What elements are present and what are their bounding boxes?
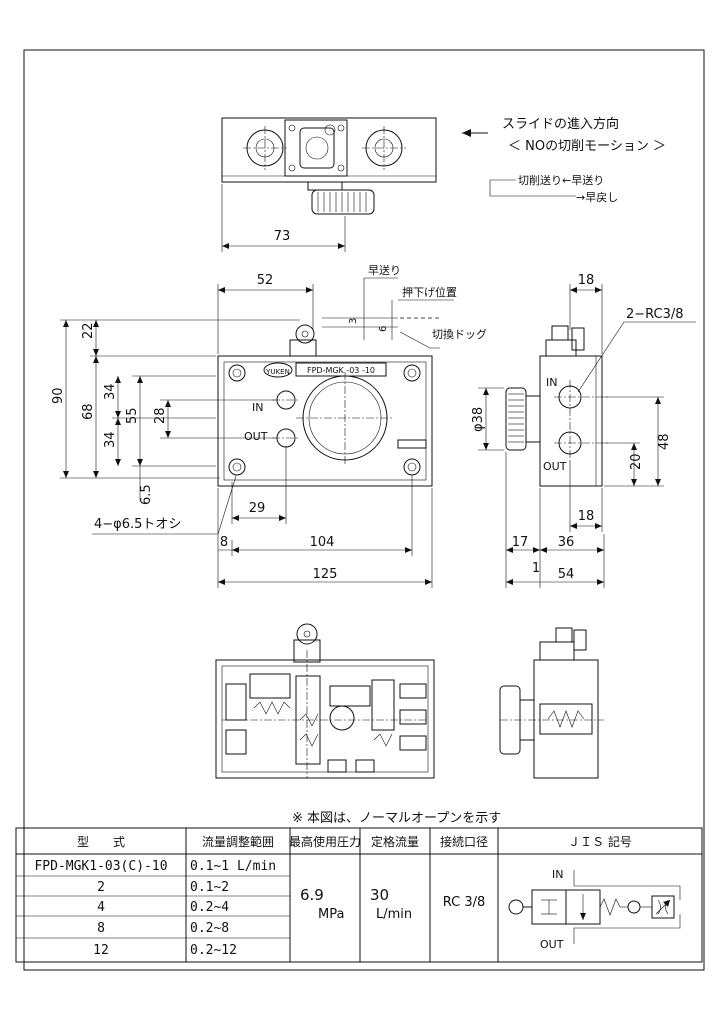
slide-direction-title: スライドの進入方向 (502, 116, 619, 132)
flow-value: 30 (370, 886, 389, 904)
dim-52: 52 (257, 273, 274, 288)
side-section-body (533, 659, 599, 779)
dim-36: 36 (558, 535, 575, 550)
dim-73: 73 (274, 229, 291, 244)
row-range-2: 0.1~2 (190, 880, 229, 895)
drawing-border (23, 49, 705, 971)
header-port-size: 接続口径 (440, 834, 488, 849)
front-in-label: IN (252, 401, 263, 414)
roller-actuator-icon (508, 899, 524, 915)
brand-oval (263, 362, 293, 378)
pressure-unit: MPa (318, 907, 344, 922)
dim-90: 90 (51, 387, 66, 404)
row-model-5: 12 (93, 943, 109, 958)
jis-in-label: IN (552, 868, 563, 881)
feed-label: 切削送り←早送り (518, 173, 604, 187)
dim-55: 55 (125, 407, 140, 424)
check-valve-icon (627, 900, 641, 914)
flow-unit: L/min (376, 907, 412, 922)
adjust-knob-top (311, 189, 375, 215)
slide-direction-sub: ＜ NOの切削モーション ＞ (508, 139, 666, 154)
side-in-label: IN (546, 376, 557, 389)
dim-1: 1 (532, 561, 540, 576)
port-size-value: RC 3/8 (443, 895, 486, 910)
jis-out-label: OUT (540, 938, 564, 951)
dim-20: 20 (629, 453, 644, 470)
jis-symbol: IN OUT (508, 868, 681, 951)
dim-125: 125 (313, 567, 338, 582)
push-position-label: 押下げ位置 (402, 285, 457, 299)
dim-54: 54 (558, 567, 575, 582)
header-max-pressure: 最高使用圧力 (289, 834, 361, 849)
hole-note: 4−φ6.5トオシ (94, 517, 181, 532)
row-model-2: 2 (97, 880, 105, 895)
dim-18-bottom: 18 (578, 509, 595, 524)
row-range-3: 0.2~4 (190, 900, 229, 915)
row-range-1: 0.1~1 L/min (190, 859, 276, 874)
front-view: YUKEN FPD-MGK -03 -10 IN OUT 52 早送り 押下げ位… (51, 263, 487, 588)
header-jis-symbol: ＪＩＳ 記号 (568, 834, 632, 849)
dim-48: 48 (657, 433, 672, 450)
dim-6-5: 6.5 (139, 484, 154, 505)
rapid-label: 早送り (368, 263, 401, 277)
row-model-4: 8 (97, 921, 105, 936)
dim-34-upper: 34 (103, 383, 118, 400)
header-rated-flow: 定格流量 (371, 834, 419, 849)
front-out-label: OUT (244, 430, 268, 443)
section-body (215, 659, 435, 779)
return-label: →早戻し (576, 191, 618, 204)
dim-6: 6 (378, 326, 389, 332)
roller-icon (295, 324, 315, 344)
dim-29: 29 (249, 501, 266, 516)
row-range-4: 0.2~8 (190, 921, 229, 936)
dim-22: 22 (81, 322, 96, 339)
header-flow-range: 流量調整範囲 (202, 834, 274, 849)
side-out-label: OUT (543, 460, 567, 473)
dim-28: 28 (153, 407, 168, 424)
dim-18-top: 18 (578, 273, 595, 288)
dim-68: 68 (81, 403, 96, 420)
front-view-body (217, 355, 433, 487)
dim-8: 8 (220, 535, 228, 550)
switch-dog-label: 切換ドッグ (432, 327, 487, 341)
section-roller-icon (296, 623, 318, 645)
normal-open-note: ※ 本図は、ノーマルオープンを示す (292, 811, 501, 826)
dim-104: 104 (310, 535, 335, 550)
dim-3: 3 (348, 318, 359, 324)
row-model-1: FPD-MGK1-03(C)-10 (34, 859, 167, 874)
model-plate-text: FPD-MGK -03 -10 (307, 366, 375, 375)
row-model-3: 4 (97, 900, 105, 915)
dim-34-lower: 34 (103, 431, 118, 448)
side-view: IN OUT 18 2−RC3/8 φ38 48 20 18 (471, 273, 696, 588)
dim-phi38: φ38 (471, 407, 486, 432)
header-model: 型 式 (77, 835, 125, 849)
adjust-knob-side (505, 387, 527, 451)
row-range-5: 0.2~12 (190, 943, 237, 958)
brand-text: YUKEN (265, 368, 290, 376)
dim-17: 17 (512, 535, 529, 550)
port-size-note: 2−RC3/8 (626, 307, 684, 322)
spec-table: 型 式 流量調整範囲 最高使用圧力 定格流量 接続口径 ＪＩＳ 記号 FPD-M… (15, 827, 703, 963)
pressure-value: 6.9 (300, 886, 324, 904)
section-view (215, 623, 604, 779)
top-view: 73 スライドの進入方向 ＜ NOの切削モーション ＞ 切削送り←早送り →早戻… (221, 116, 666, 252)
